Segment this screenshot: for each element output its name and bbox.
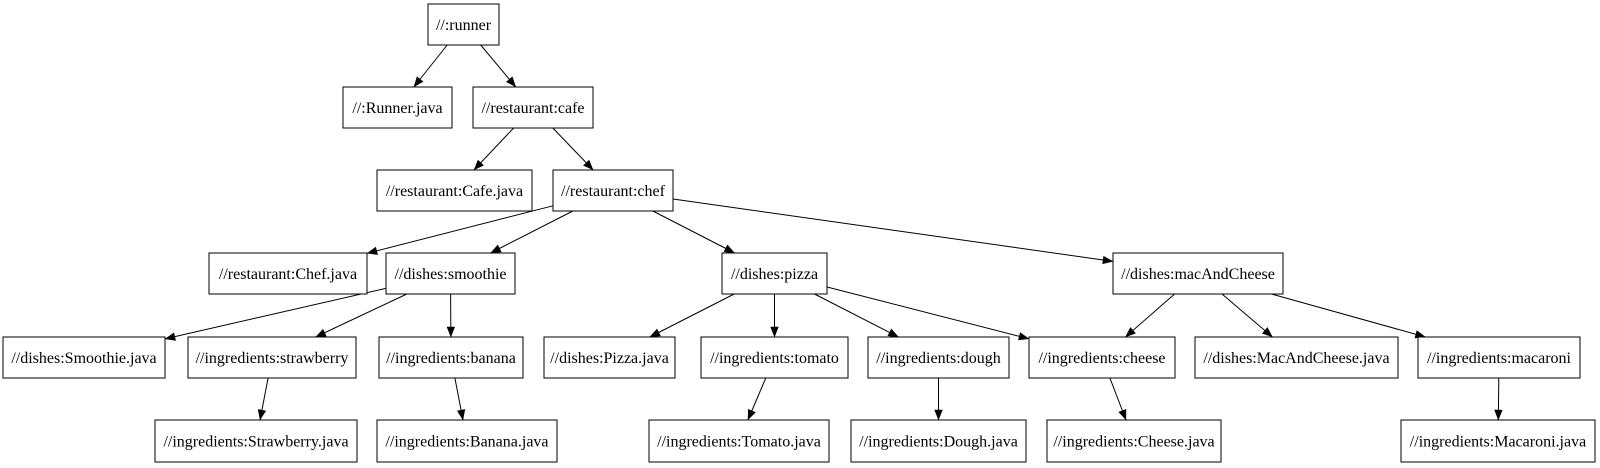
node-label-cheese_java: //ingredients:Cheese.java — [1053, 434, 1214, 451]
node-box-tomato_java — [648, 419, 830, 463]
node-label-macandcheese: //dishes:macAndCheese — [1121, 266, 1275, 283]
edge-pizza-to-cheese — [826, 286, 1030, 341]
graph-node-runner: //:runner — [427, 3, 500, 46]
graph-node-pizza_java: //dishes:Pizza.java — [543, 336, 676, 379]
graph-node-cheese: //ingredients:cheese — [1028, 336, 1176, 379]
edge-strawberry-to-strawberry_java — [257, 377, 269, 421]
node-box-cafe_java — [376, 169, 533, 212]
edge-runner-to-cafe — [480, 44, 517, 88]
graph-node-strawberry: //ingredients:strawberry — [187, 336, 357, 379]
edge-macandcheese-to-macaroni — [1271, 293, 1426, 339]
node-box-strawberry — [187, 336, 357, 379]
graph-node-cafe_java: //restaurant:Cafe.java — [376, 169, 533, 212]
node-label-runner_java: //:Runner.java — [352, 100, 442, 117]
graph-node-macaroni: //ingredients:macaroni — [1417, 336, 1581, 379]
graph-node-cheese_java: //ingredients:Cheese.java — [1046, 419, 1222, 463]
edge-chef-to-smoothie — [490, 210, 574, 254]
node-box-macaroni — [1417, 336, 1581, 379]
edge-pizza-to-dough — [814, 293, 899, 338]
node-label-banana: //ingredients:banana — [386, 350, 516, 367]
node-box-pizza — [721, 252, 828, 295]
node-label-tomato_java: //ingredients:Tomato.java — [657, 434, 821, 451]
node-box-macandcheese — [1112, 252, 1284, 295]
node-box-macandcheese_java — [1194, 336, 1399, 379]
graph-node-macaroni_java: //ingredients:Macaroni.java — [1400, 419, 1596, 463]
edge-smoothie-to-strawberry — [315, 293, 408, 338]
node-label-chef: //restaurant:chef — [561, 183, 666, 200]
edge-chef-to-macandcheese — [672, 198, 1114, 265]
node-label-macandcheese_java: //dishes:MacAndCheese.java — [1203, 350, 1389, 367]
node-label-strawberry_java: //ingredients:Strawberry.java — [163, 434, 348, 451]
graph-node-banana_java: //ingredients:Banana.java — [376, 419, 558, 463]
node-box-runner_java — [342, 86, 453, 129]
graph-node-runner_java: //:Runner.java — [342, 86, 453, 129]
node-box-smoothie_java — [2, 336, 166, 379]
node-label-dough_java: //ingredients:Dough.java — [859, 434, 1018, 451]
edge-cafe-to-cafe_java — [473, 127, 514, 171]
graph-node-strawberry_java: //ingredients:Strawberry.java — [154, 419, 358, 463]
node-label-chef_java: //restaurant:Chef.java — [219, 266, 357, 283]
node-label-tomato: //ingredients:tomato — [710, 350, 839, 367]
graph-node-tomato: //ingredients:tomato — [700, 336, 849, 379]
node-box-strawberry_java — [154, 419, 358, 463]
node-box-runner — [427, 3, 500, 46]
edge-macandcheese-to-cheese — [1125, 293, 1175, 338]
edge-chef-to-pizza — [652, 210, 735, 254]
graph-node-pizza: //dishes:pizza — [721, 252, 828, 295]
node-label-runner: //:runner — [436, 17, 492, 34]
edge-chef-to-chef_java — [366, 205, 554, 255]
node-label-smoothie_java: //dishes:Smoothie.java — [11, 350, 156, 367]
node-box-tomato — [700, 336, 849, 379]
node-box-banana_java — [376, 419, 558, 463]
edge-cheese-to-cheese_java — [1109, 377, 1127, 421]
node-box-cheese_java — [1046, 419, 1222, 463]
node-box-dough — [867, 336, 1010, 379]
edge-tomato-to-tomato_java — [747, 377, 767, 421]
node-label-strawberry: //ingredients:strawberry — [196, 350, 349, 367]
edge-banana-to-banana_java — [454, 377, 466, 421]
edges-layer — [164, 44, 1503, 421]
edge-smoothie-to-smoothie_java — [164, 287, 387, 341]
node-box-cafe — [472, 86, 594, 129]
graph-node-chef_java: //restaurant:Chef.java — [208, 252, 368, 295]
node-label-cafe: //restaurant:cafe — [481, 100, 584, 117]
node-label-dough: //ingredients:dough — [876, 350, 1000, 367]
node-box-cheese — [1028, 336, 1176, 379]
edge-cafe-to-chef — [552, 127, 594, 171]
nodes-layer: //:runner //:Runner.java //restaurant:cafe… — [2, 3, 1596, 463]
graph-node-tomato_java: //ingredients:Tomato.java — [648, 419, 830, 463]
node-label-cafe_java: //restaurant:Cafe.java — [386, 183, 523, 200]
graph-node-banana: //ingredients:banana — [378, 336, 524, 379]
edge-macaroni-to-macaroni_java — [1494, 377, 1503, 421]
graph-node-chef: //restaurant:chef — [552, 169, 674, 212]
node-label-banana_java: //ingredients:Banana.java — [385, 434, 548, 451]
graph-node-macandcheese_java: //dishes:MacAndCheese.java — [1194, 336, 1399, 379]
node-label-macaroni: //ingredients:macaroni — [1427, 350, 1572, 367]
node-box-chef — [552, 169, 674, 212]
node-box-macaroni_java — [1400, 419, 1596, 463]
node-label-smoothie: //dishes:smoothie — [395, 266, 507, 283]
graph-node-smoothie_java: //dishes:Smoothie.java — [2, 336, 166, 379]
graph-node-dough: //ingredients:dough — [867, 336, 1010, 379]
node-box-pizza_java — [543, 336, 676, 379]
edge-runner-to-runner_java — [413, 44, 448, 88]
node-box-smoothie — [385, 252, 516, 295]
edge-macandcheese-to-macandcheese_java — [1221, 293, 1273, 338]
graph-node-dough_java: //ingredients:Dough.java — [850, 419, 1027, 463]
node-label-pizza: //dishes:pizza — [731, 266, 818, 283]
node-label-cheese: //ingredients:cheese — [1038, 350, 1165, 367]
node-box-banana — [378, 336, 524, 379]
graph-node-cafe: //restaurant:cafe — [472, 86, 594, 129]
edge-pizza-to-pizza_java — [649, 293, 735, 338]
node-box-dough_java — [850, 419, 1027, 463]
graph-node-smoothie: //dishes:smoothie — [385, 252, 516, 295]
node-label-pizza_java: //dishes:Pizza.java — [550, 350, 669, 367]
node-label-macaroni_java: //ingredients:Macaroni.java — [1410, 434, 1586, 451]
graph-node-macandcheese: //dishes:macAndCheese — [1112, 252, 1284, 295]
node-box-chef_java — [208, 252, 368, 295]
